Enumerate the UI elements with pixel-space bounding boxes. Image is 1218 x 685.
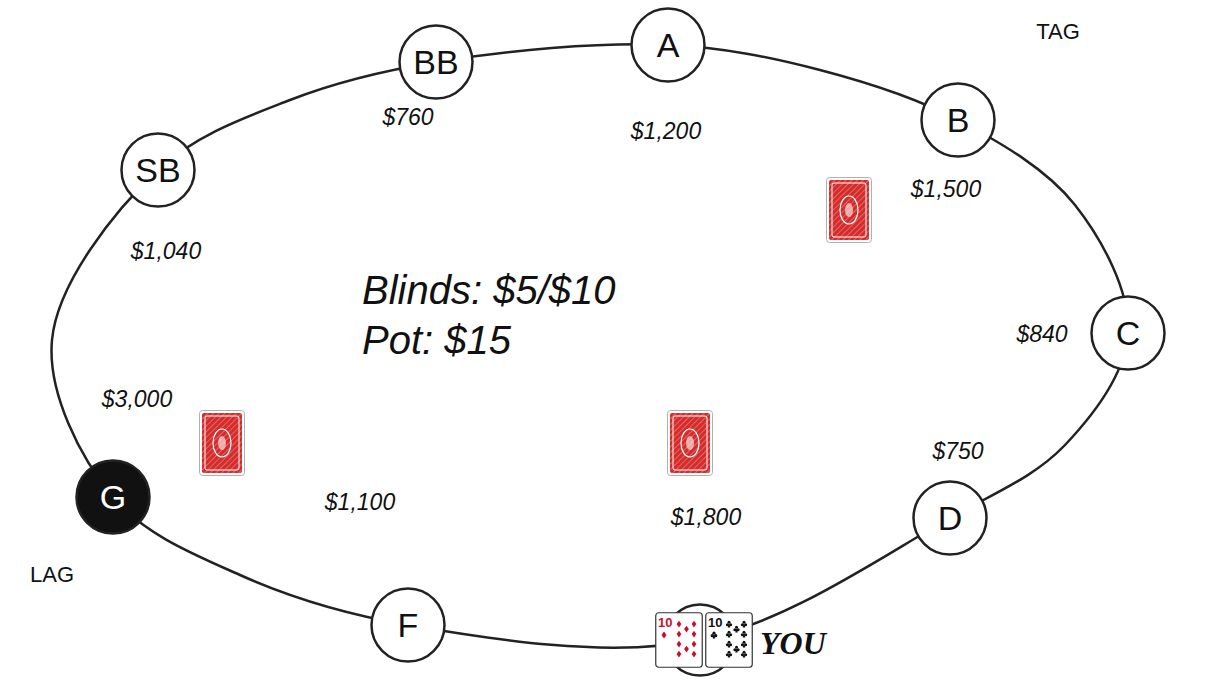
- suit-pip: [733, 626, 739, 633]
- playing-card: 10: [705, 612, 753, 668]
- player-type: LAG: [30, 562, 74, 587]
- table-edge: [52, 44, 1129, 647]
- text-holder: F: [398, 608, 419, 642]
- label-holder: $1,040: [131, 239, 201, 264]
- suit-pip: [661, 631, 666, 638]
- suit-pip: [741, 641, 747, 648]
- player-type: TAG: [1036, 19, 1080, 44]
- seat-circle: F: [370, 587, 446, 663]
- label-holder: $760: [382, 105, 433, 130]
- label-holder: $1,100: [325, 490, 395, 515]
- label-holder: TAG: [1036, 20, 1080, 44]
- text-holder: C: [1116, 316, 1141, 350]
- stack-size: $750: [932, 438, 983, 464]
- seat-circle: BB: [398, 24, 474, 100]
- text-holder: SB: [135, 153, 180, 187]
- suit-pip: [733, 646, 739, 653]
- label-holder: $1,500: [911, 177, 981, 202]
- blinds-info: Blinds: $5/$10: [362, 268, 616, 312]
- seat-circle-outline: [400, 26, 473, 99]
- label-holder: Blinds: $5/$10: [362, 268, 616, 312]
- label-holder: $840: [1016, 322, 1067, 347]
- seat-circle: A: [630, 7, 706, 83]
- suit-pip: [684, 646, 689, 653]
- text-holder: D: [938, 501, 963, 535]
- suit-pip: [726, 641, 732, 648]
- text-holder: 10: [655, 612, 703, 630]
- pot-info: Pot: $15: [362, 318, 511, 362]
- seat-circle-outline: [922, 84, 995, 157]
- suit-pip: [684, 626, 689, 633]
- seat-circle-outline: [1092, 297, 1165, 370]
- seat-label: BB: [413, 43, 458, 81]
- seat-label: G: [100, 478, 126, 516]
- suit-pip: [677, 641, 682, 648]
- suit-pip: [677, 631, 682, 638]
- seat-circle-outline: [122, 134, 195, 207]
- suit-pip: [711, 632, 718, 639]
- seat-circle: D: [912, 480, 988, 556]
- seat-label: F: [398, 606, 419, 644]
- table-outline: [52, 44, 1129, 647]
- seat-label: A: [657, 26, 680, 64]
- suit-pip: [726, 631, 732, 638]
- stack-size: $3,000: [102, 386, 172, 412]
- text-holder: BB: [413, 45, 458, 79]
- seat-circle-outline: [77, 461, 150, 534]
- seat-circle: C: [1090, 295, 1166, 371]
- seat-circle: B: [920, 82, 996, 158]
- suit-pip: [741, 621, 747, 628]
- suit-pip: [692, 651, 697, 658]
- label-holder: Pot: $15: [362, 318, 511, 362]
- suit-pip: [677, 621, 682, 628]
- suit-pip: [741, 631, 747, 638]
- text-holder: 10: [705, 612, 753, 630]
- seat-label: D: [938, 499, 963, 537]
- stack-size: $760: [382, 104, 433, 130]
- label-holder: $3,000: [102, 387, 172, 412]
- label-holder: $1,200: [631, 119, 701, 144]
- label-holder: LAG: [30, 563, 74, 587]
- suit-pip: [677, 651, 682, 658]
- card-back: [827, 178, 872, 243]
- suit-pip: [692, 631, 697, 638]
- stack-size: $1,500: [911, 176, 981, 202]
- suit-pip: [741, 651, 747, 658]
- seat-label: B: [947, 101, 970, 139]
- card-back: [200, 411, 245, 476]
- seat-label: SB: [135, 151, 180, 189]
- suit-pip: [726, 651, 732, 658]
- stack-size: $1,040: [131, 238, 201, 264]
- label-holder: $750: [932, 439, 983, 464]
- player-label: YOU: [760, 625, 826, 661]
- suit-pip: [692, 621, 697, 628]
- suit-pip: [726, 621, 732, 628]
- card-border: [706, 613, 753, 668]
- stack-size: $840: [1016, 321, 1067, 347]
- card-rank: 10: [658, 615, 672, 630]
- playing-card: 10: [655, 612, 703, 668]
- player-seat: YOU1010: [663, 603, 737, 677]
- text-holder: YOU: [760, 627, 826, 659]
- suit-pip: [692, 641, 697, 648]
- seat-circle: SB: [120, 132, 196, 208]
- card-back: [668, 411, 713, 476]
- card-rank: 10: [708, 615, 722, 630]
- seat-circle-outline: [632, 9, 705, 82]
- stack-size: $1,100: [325, 489, 395, 515]
- label-holder: $1,800: [671, 505, 741, 530]
- card-border: [656, 613, 703, 668]
- seat-circle-outline: [914, 482, 987, 555]
- seat-circle-outline: [372, 589, 445, 662]
- text-holder: G: [100, 480, 126, 514]
- text-holder: B: [947, 103, 970, 137]
- seat-circle: G: [75, 459, 151, 535]
- stack-size: $1,800: [671, 504, 741, 530]
- stack-size: $1,200: [631, 118, 701, 144]
- seat-label: C: [1116, 314, 1141, 352]
- text-holder: A: [657, 28, 680, 62]
